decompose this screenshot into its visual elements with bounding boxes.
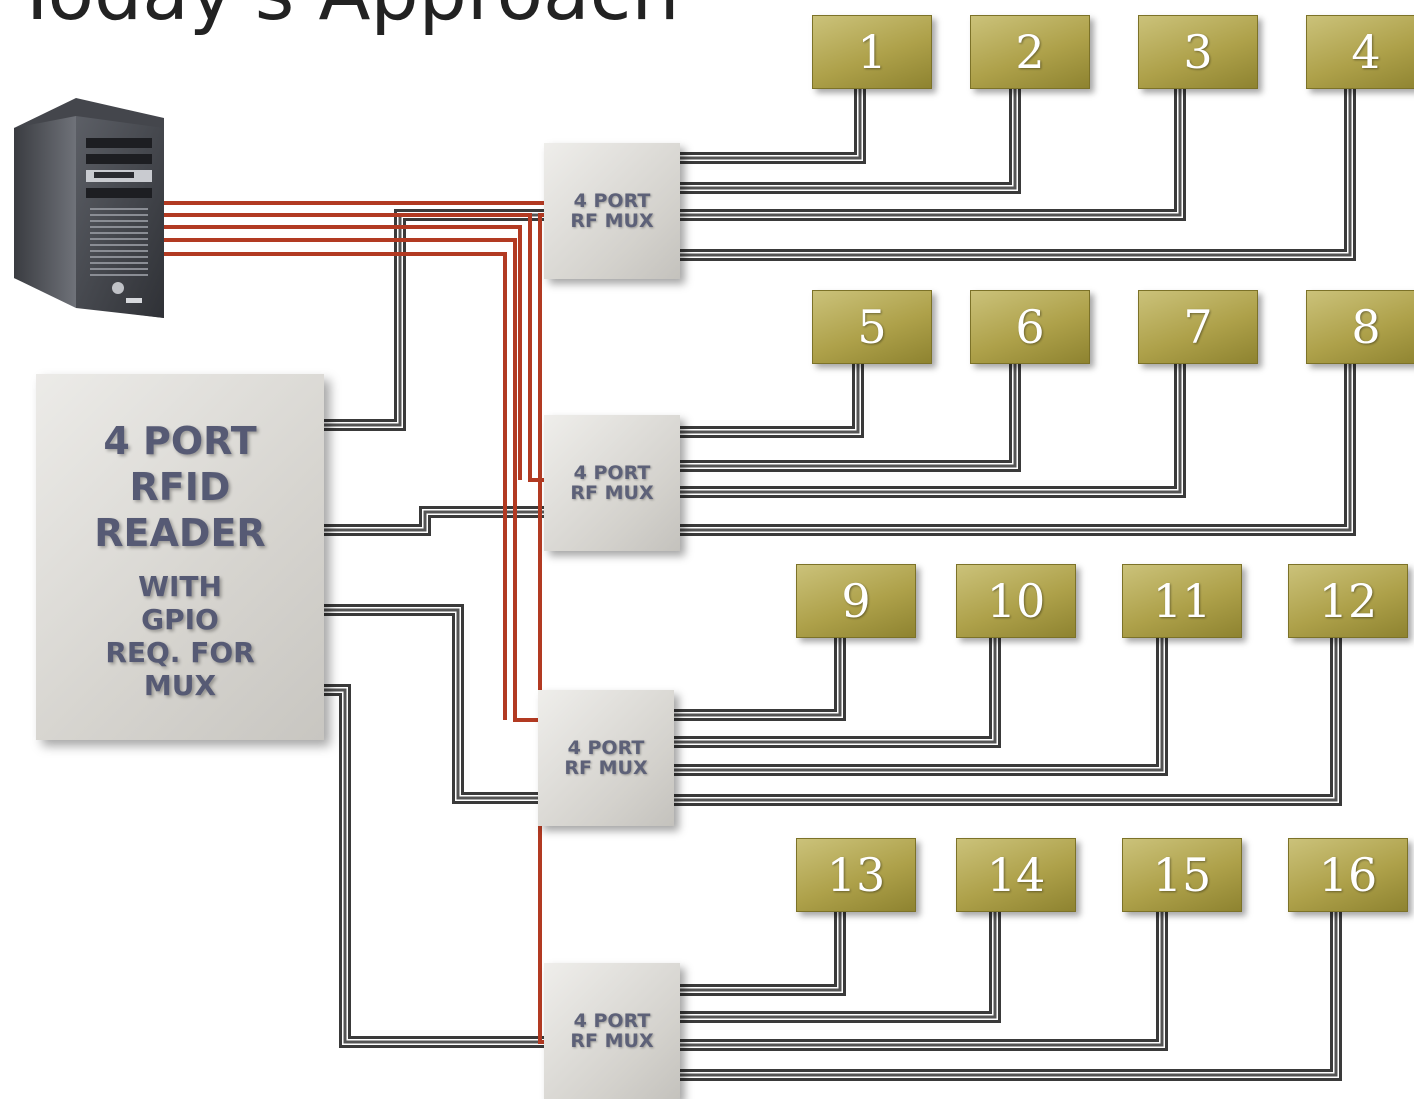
rfid-reader-box: 4 PORT RFID READER WITH GPIO REQ. FOR MU…	[36, 374, 324, 740]
antenna-box: 15	[1122, 838, 1242, 912]
antenna-box: 11	[1122, 564, 1242, 638]
tower-server-icon	[14, 98, 164, 318]
rf-mux-box: 4 PORT RF MUX	[538, 690, 674, 826]
rf-cable	[324, 209, 544, 431]
mux-label: 4 PORT RF MUX	[570, 462, 654, 504]
antenna-number: 12	[1318, 574, 1378, 628]
rf-cable	[680, 362, 1182, 494]
antenna-box: 9	[796, 564, 916, 638]
gpio-wire	[160, 252, 507, 720]
rf-cable	[674, 636, 843, 718]
rf-mux-box: 4 PORT RF MUX	[544, 415, 680, 551]
antenna-number: 6	[1015, 300, 1045, 354]
rf-cable	[680, 87, 1018, 191]
antenna-number: 4	[1351, 25, 1381, 79]
rf-cable	[680, 910, 997, 1019]
rf-cable	[680, 910, 846, 996]
rf-cable	[680, 910, 1338, 1077]
antenna-number: 15	[1152, 848, 1212, 902]
rf-cable	[324, 213, 544, 427]
rf-cable	[680, 362, 861, 435]
gpio-wire	[160, 225, 522, 480]
rf-cable	[674, 636, 1164, 772]
rf-cable	[324, 608, 538, 800]
gpio-wire	[160, 213, 544, 482]
antenna-number: 9	[841, 574, 871, 628]
page-title: Today's Approach	[14, 0, 680, 37]
rf-cable	[680, 87, 866, 164]
rf-cable	[680, 362, 864, 438]
mux-label: 4 PORT RF MUX	[570, 190, 654, 232]
gpio-wire	[538, 213, 544, 1044]
rf-cable	[674, 636, 846, 721]
rf-cable	[680, 87, 1186, 221]
mux-label: 4 PORT RF MUX	[570, 1010, 654, 1052]
rf-cable	[324, 510, 544, 532]
rf-cable	[680, 87, 1182, 217]
rf-cable	[324, 212, 544, 428]
antenna-number: 5	[857, 300, 887, 354]
rf-cable	[324, 687, 544, 1045]
rf-cable	[680, 362, 1017, 468]
antenna-number: 11	[1152, 574, 1212, 628]
antenna-box: 13	[796, 838, 916, 912]
reader-main-label: 4 PORT RFID READER	[94, 419, 266, 555]
antenna-number: 7	[1183, 300, 1213, 354]
antenna-box: 14	[956, 838, 1076, 912]
antenna-box: 16	[1288, 838, 1408, 912]
rf-mux-box: 4 PORT RF MUX	[544, 143, 680, 279]
antenna-box: 7	[1138, 290, 1258, 364]
antenna-box: 10	[956, 564, 1076, 638]
antenna-box: 2	[970, 15, 1090, 89]
rf-cable	[324, 688, 544, 1044]
antenna-number: 13	[826, 848, 886, 902]
gpio-wire	[160, 238, 538, 722]
rf-cable	[680, 87, 1017, 190]
rf-mux-box: 4 PORT RF MUX	[544, 963, 680, 1099]
antenna-number: 1	[857, 25, 887, 79]
rf-cable	[680, 910, 843, 993]
rf-cable	[324, 684, 544, 1048]
antenna-box: 4	[1306, 15, 1414, 89]
antenna-box: 5	[812, 290, 932, 364]
rf-cable	[680, 910, 1165, 1048]
rf-cable	[680, 87, 1352, 257]
mux-label: 4 PORT RF MUX	[564, 737, 648, 779]
rf-cable	[324, 509, 544, 533]
rf-cable	[680, 87, 1183, 218]
rf-cable	[680, 362, 860, 434]
antenna-number: 8	[1351, 300, 1381, 354]
rf-cable	[680, 910, 1164, 1047]
rf-cable	[674, 636, 1338, 802]
gpio-wires	[160, 201, 544, 1044]
antenna-number: 14	[986, 848, 1046, 902]
antenna-number: 10	[986, 574, 1046, 628]
antenna-number: 3	[1183, 25, 1213, 79]
antenna-number: 16	[1318, 848, 1378, 902]
rf-cable	[674, 636, 997, 744]
rf-cable	[680, 362, 1352, 532]
rf-cable	[680, 910, 1168, 1051]
rf-cable	[674, 636, 1168, 776]
rf-cable	[674, 636, 1165, 773]
antenna-box: 1	[812, 15, 932, 89]
rf-cable	[680, 362, 1021, 472]
rf-cables	[324, 87, 1356, 1081]
rf-cable	[680, 87, 863, 161]
rf-cable	[680, 87, 1021, 194]
antenna-box: 6	[970, 290, 1090, 364]
rf-cable	[674, 636, 842, 717]
antenna-box: 12	[1288, 564, 1408, 638]
reader-sub-label: WITH GPIO REQ. FOR MUX	[105, 570, 255, 702]
rf-cable	[680, 87, 862, 160]
antenna-box: 8	[1306, 290, 1414, 364]
antenna-number: 2	[1015, 25, 1045, 79]
antenna-box: 3	[1138, 15, 1258, 89]
rf-cable	[680, 362, 1018, 469]
rf-cable	[680, 910, 842, 992]
